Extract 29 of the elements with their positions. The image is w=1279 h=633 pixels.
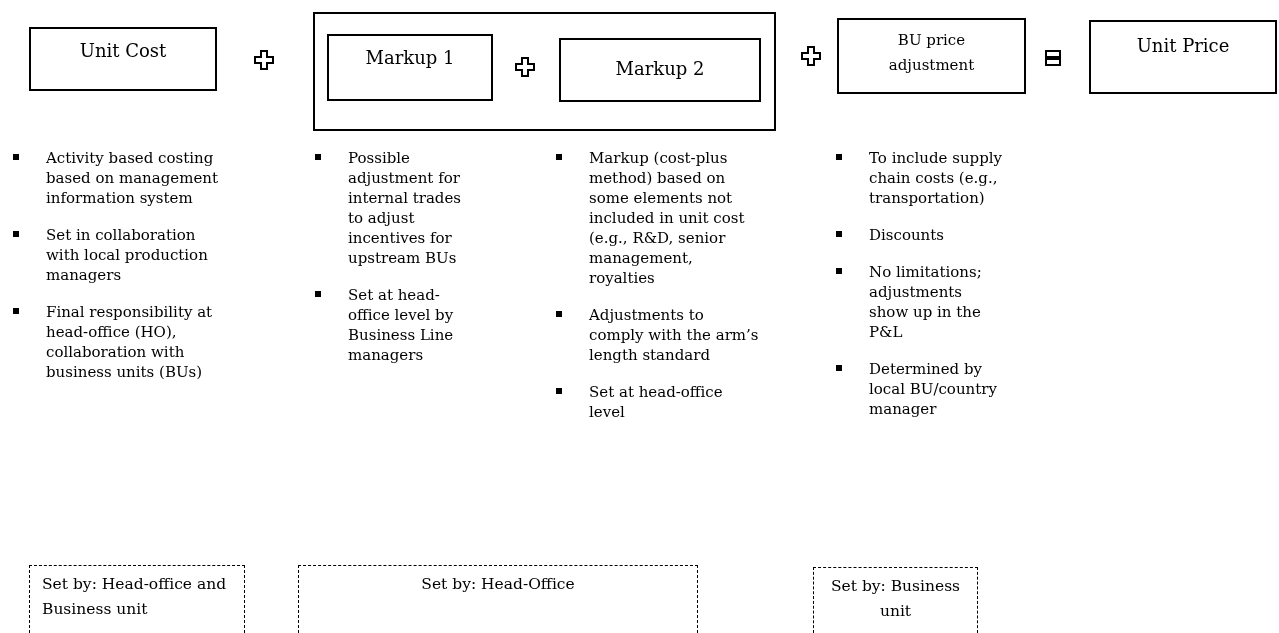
bullet-item: Set at head-office level by Business Line managers bbox=[312, 285, 464, 365]
box-label: BU price adjustment bbox=[887, 30, 976, 76]
process-box bbox=[1089, 20, 1277, 94]
box-label: Markup 1 bbox=[364, 46, 456, 70]
process-box bbox=[327, 34, 493, 101]
box-label: Markup 2 bbox=[614, 57, 706, 81]
box-label: Set by: Business unit bbox=[829, 576, 962, 622]
process-box bbox=[559, 38, 761, 102]
process-box bbox=[837, 18, 1026, 94]
bullet-item: Possible adjustment for internal trades to adjust incentives for upstream BUs bbox=[312, 148, 464, 268]
note-box bbox=[298, 565, 698, 633]
bullet-item: Activity based costing based on management information system bbox=[10, 148, 232, 208]
bullet-item: Adjustments to comply with the arm’s length standard bbox=[553, 305, 763, 365]
process-box bbox=[29, 27, 217, 91]
bullet-item: Final responsibility at head-office (HO), collaboration with business units (BUs) bbox=[10, 302, 232, 382]
box-label: Set by: Head-office and Business unit bbox=[41, 574, 228, 620]
box-label: Unit Price bbox=[1135, 34, 1231, 58]
bullet-item: Set at head-office level bbox=[553, 382, 763, 422]
bullet-item: No limitations; adjustments show up in the P&L bbox=[833, 262, 1003, 342]
note-box bbox=[29, 565, 245, 633]
bullet-item: Determined by local BU/country manager bbox=[833, 359, 1003, 419]
box-label: Unit Cost bbox=[78, 39, 168, 63]
bullet-item: To include supply chain costs (e.g., transportation) bbox=[833, 148, 1003, 208]
empty-box bbox=[313, 12, 776, 131]
bullet-item: Discounts bbox=[833, 225, 1003, 245]
box-label: Set by: Head-Office bbox=[420, 574, 576, 595]
note-box bbox=[813, 567, 978, 633]
bullet-item: Markup (cost-plus method) based on some elements not included in unit cost (e.g., R&D, senior management, royalties bbox=[553, 148, 763, 288]
bullet-item: Set in collaboration with local production managers bbox=[10, 225, 232, 285]
